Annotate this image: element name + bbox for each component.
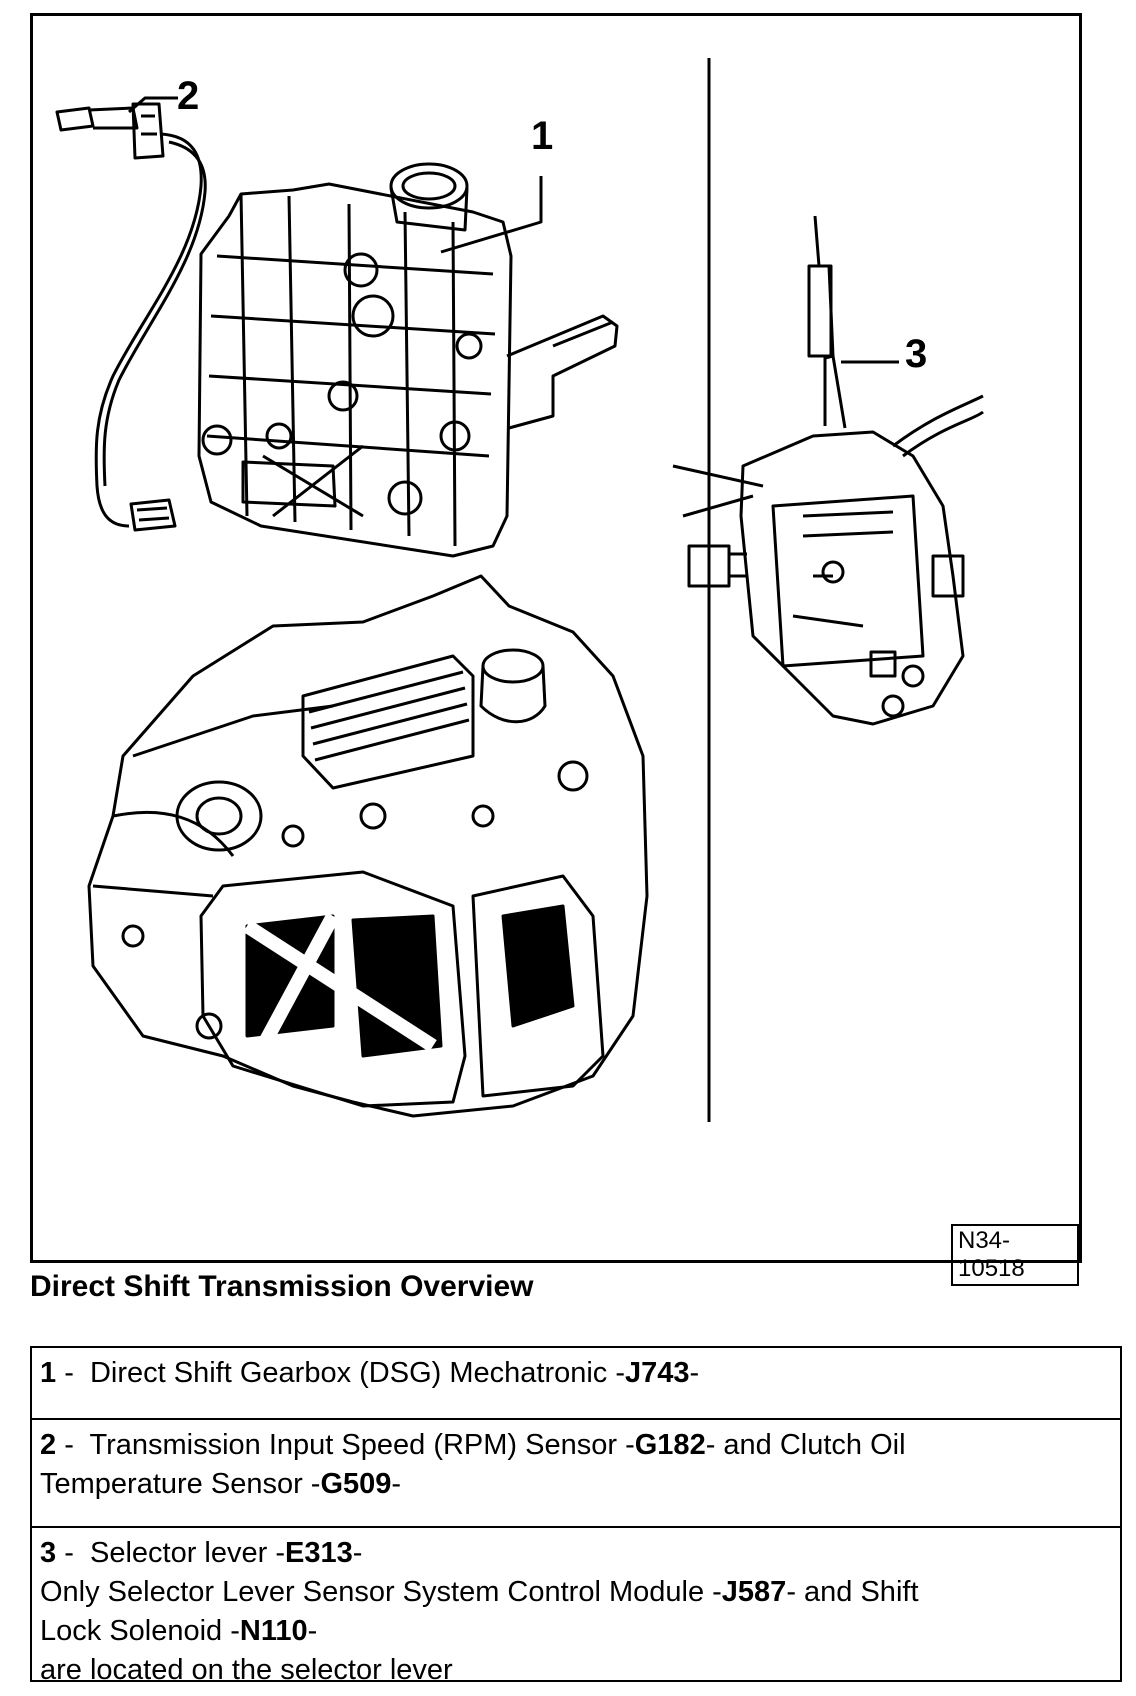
legend-table: 1 - Direct Shift Gearbox (DSG) Mechatron… <box>30 1346 1122 1686</box>
legend-text: Temperature Sensor - <box>40 1468 321 1500</box>
callout-2: 2 <box>177 74 200 118</box>
legend-line: Only Selector Lever Sensor System Contro… <box>40 1573 1112 1612</box>
legend-text: Transmission Input Speed (RPM) Sensor - <box>89 1429 635 1461</box>
legend-text: - and Clutch Oil <box>705 1429 906 1461</box>
legend-text: Selector lever - <box>89 1537 285 1569</box>
legend-text: Only Selector Lever Sensor System Contro… <box>40 1576 722 1608</box>
legend-number: 3 <box>40 1537 57 1569</box>
callout-2-leader <box>128 96 178 114</box>
legend-line: 3 - Selector lever -E313- <box>40 1534 1112 1573</box>
callout-1: 1 <box>531 114 554 158</box>
legend-text: - <box>352 1537 363 1569</box>
selector-lever-drawing <box>672 215 984 726</box>
callout-1-leader <box>440 176 543 254</box>
legend-line: Lock Solenoid -N110- <box>40 1612 1112 1651</box>
legend-line: Temperature Sensor -G509- <box>40 1465 1112 1504</box>
figure-caption: Direct Shift Transmission Overview <box>30 1270 534 1303</box>
legend-separator: - <box>56 1357 90 1389</box>
transmission-drawing <box>87 574 649 1118</box>
legend-text: - <box>689 1357 700 1389</box>
component-code: N110 <box>239 1615 308 1647</box>
drawing-canvas <box>55 58 984 1122</box>
mechatronic-drawing <box>197 162 619 558</box>
legend-row-1: 1 - Direct Shift Gearbox (DSG) Mechatron… <box>32 1348 1120 1418</box>
legend-row-3: 3 - Selector lever -E313-Only Selector L… <box>32 1526 1120 1686</box>
legend-text: are located on the selector lever <box>40 1654 453 1686</box>
component-code: E313 <box>285 1537 353 1569</box>
legend-number: 2 <box>40 1429 57 1461</box>
component-code: G509 <box>320 1468 392 1500</box>
legend-line: are located on the selector lever <box>40 1651 1112 1690</box>
legend-separator: - <box>56 1537 90 1569</box>
figure-id-label: N34-10518 <box>951 1224 1079 1286</box>
legend-separator: - <box>56 1429 90 1461</box>
legend-line: 2 - Transmission Input Speed (RPM) Senso… <box>40 1426 1112 1465</box>
diagram-figure: 2 1 3 N34-10518 <box>30 13 1082 1286</box>
legend-text: - <box>391 1468 402 1500</box>
legend-row-2: 2 - Transmission Input Speed (RPM) Senso… <box>32 1418 1120 1526</box>
legend-line: 1 - Direct Shift Gearbox (DSG) Mechatron… <box>40 1354 1112 1393</box>
legend-text: - and Shift <box>786 1576 919 1608</box>
legend-text: Direct Shift Gearbox (DSG) Mechatronic - <box>89 1357 626 1389</box>
rpm-sensor-drawing <box>55 102 207 532</box>
component-code: J587 <box>721 1576 787 1608</box>
callout-3: 3 <box>905 332 928 376</box>
legend-text: Lock Solenoid - <box>40 1615 240 1647</box>
legend-number: 1 <box>40 1357 57 1389</box>
legend-text: - <box>307 1615 318 1647</box>
component-code: G182 <box>634 1429 706 1461</box>
component-code: J743 <box>625 1357 690 1389</box>
